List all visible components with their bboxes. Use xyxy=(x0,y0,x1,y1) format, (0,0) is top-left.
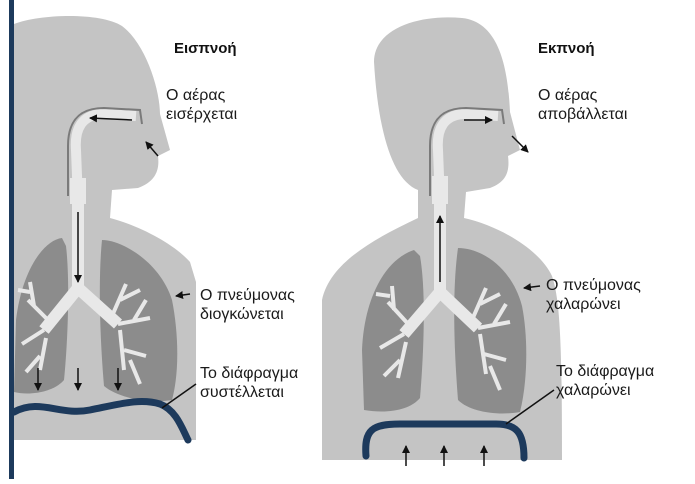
exhale-title: Εκπνοή xyxy=(538,40,595,57)
exhale-figure xyxy=(322,17,562,466)
inhale-lung-label: Ο πνεύμονας διογκώνεται xyxy=(200,286,295,324)
inhale-air-line2: εισέρχεται xyxy=(166,105,237,124)
inhale-lung-line2: διογκώνεται xyxy=(200,305,295,324)
inhale-diaphragm-line2: συστέλλεται xyxy=(200,383,298,402)
exhale-lung-label: Ο πνεύμονας χαλαρώνει xyxy=(546,276,641,314)
exhale-lung-line1: Ο πνεύμονας xyxy=(546,276,641,295)
inhale-title: Εισπνοή xyxy=(174,40,237,57)
inhale-diaphragm-line1: Το διάφραγμα xyxy=(200,364,298,383)
exhale-lung-line2: χαλαρώνει xyxy=(546,295,641,314)
inhale-air-line1: Ο αέρας xyxy=(166,86,237,105)
frame-bar xyxy=(9,0,14,479)
exhale-larynx xyxy=(432,176,448,204)
exhale-diaphragm-line1: Το διάφραγμα xyxy=(556,362,654,381)
inhale-figure xyxy=(14,16,196,440)
exhale-diaphragm-line2: χαλαρώνει xyxy=(556,381,654,400)
exhale-air-label: Ο αέρας αποβάλλεται xyxy=(538,86,627,124)
inhale-air-label: Ο αέρας εισέρχεται xyxy=(166,86,237,124)
inhale-lung-line1: Ο πνεύμονας xyxy=(200,286,295,305)
exhale-air-line2: αποβάλλεται xyxy=(538,105,627,124)
exhale-diaphragm-label: Το διάφραγμα χαλαρώνει xyxy=(556,362,654,400)
exhale-air-line1: Ο αέρας xyxy=(538,86,627,105)
inhale-diaphragm-label: Το διάφραγμα συστέλλεται xyxy=(200,364,298,402)
